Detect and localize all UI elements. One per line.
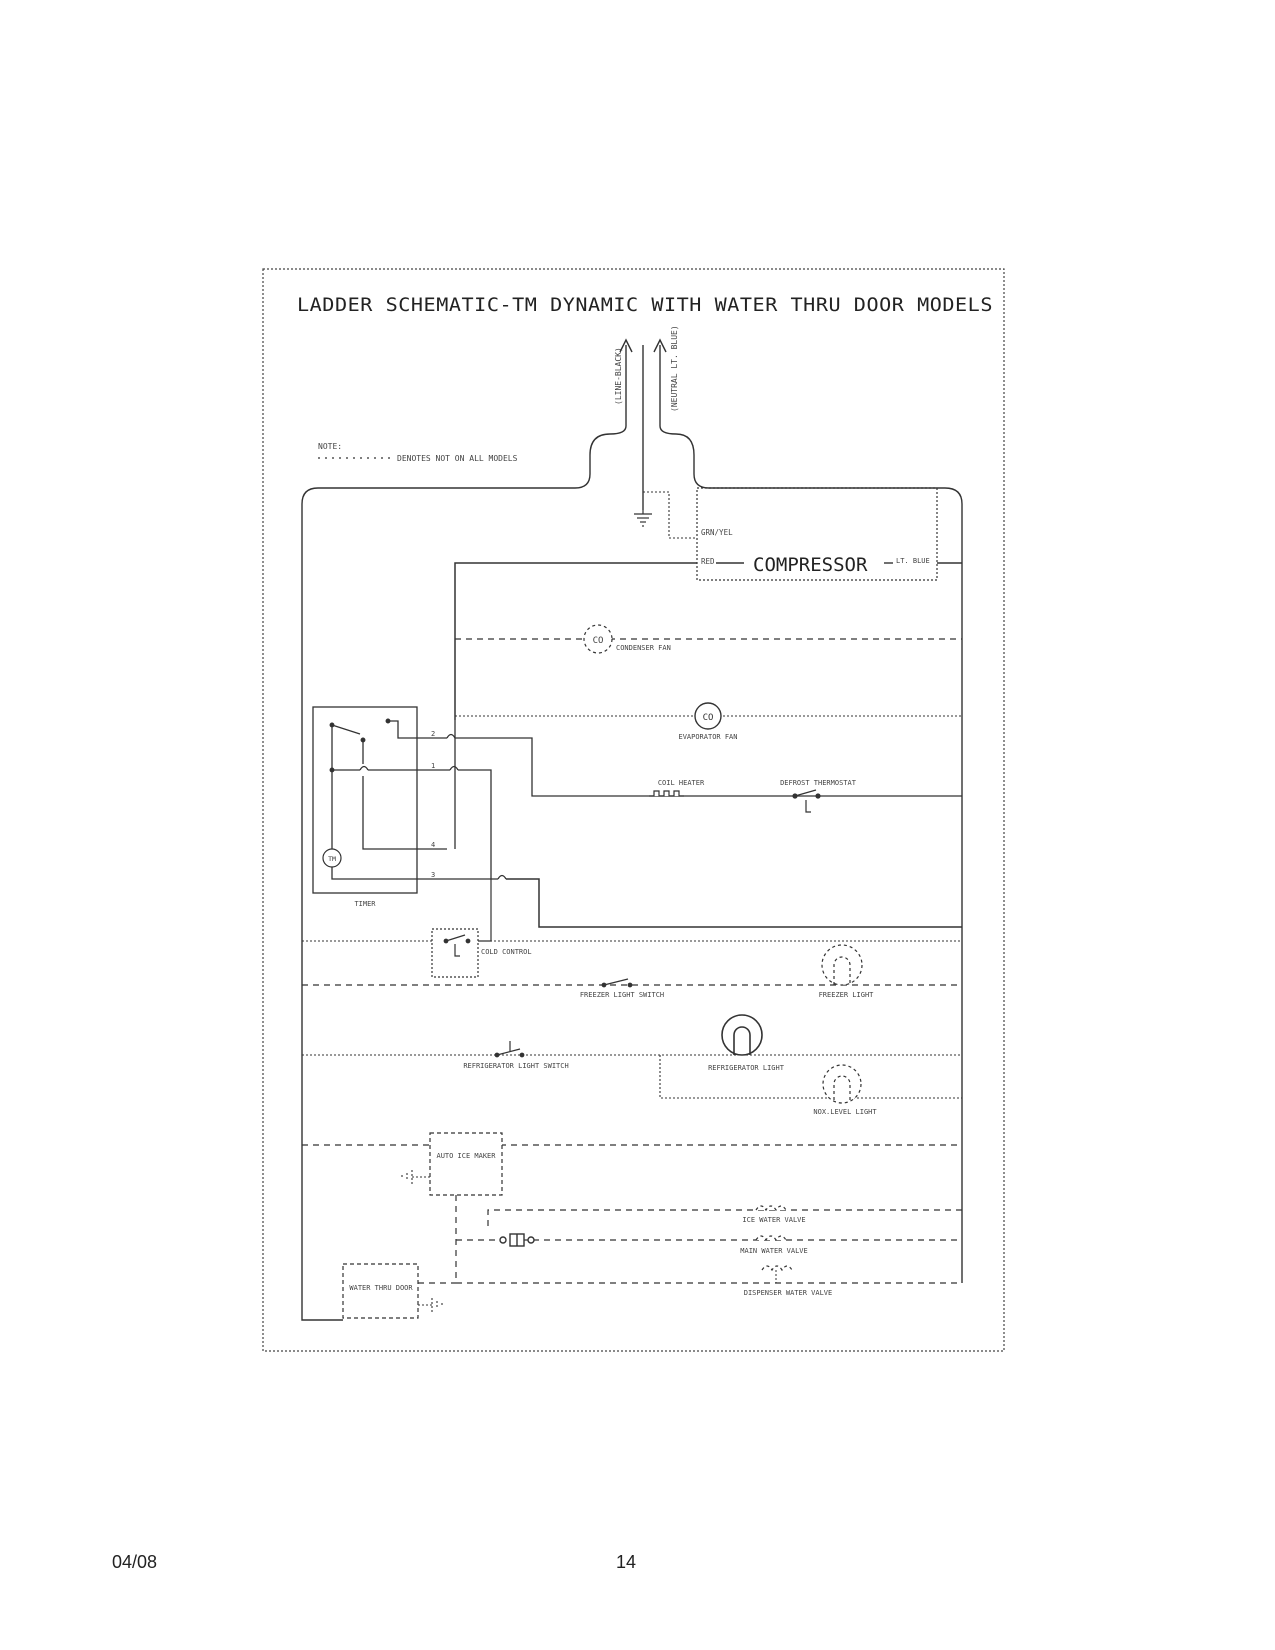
timer-terminal-2: 2 xyxy=(431,730,435,738)
timer-terminal-1: 1 xyxy=(431,762,435,770)
refrigerator-light-switch-icon xyxy=(494,1041,525,1058)
cold-control-label: COLD CONTROL xyxy=(481,948,532,956)
diagram-title: LADDER SCHEMATIC-TM DYNAMIC WITH WATER T… xyxy=(297,295,993,316)
note-text: DENOTES NOT ON ALL MODELS xyxy=(397,454,518,463)
condenser-fan-icon xyxy=(583,624,613,654)
compressor-blue-wire-label: LT. BLUE xyxy=(896,557,930,565)
red-lead-wire xyxy=(454,562,697,720)
compressor-red-wire-label: RED xyxy=(701,557,715,566)
main-water-valve-icon xyxy=(755,1235,787,1242)
condenser-fan-symbol: CO xyxy=(593,636,604,646)
coil-heater-icon xyxy=(649,790,684,797)
ice-water-valve-icon xyxy=(755,1205,787,1212)
freezer-light-switch-label: FREEZER LIGHT SWITCH xyxy=(580,991,664,999)
dispenser-water-valve-label: DISPENSER WATER VALVE xyxy=(744,1289,833,1297)
freezer-light-icon xyxy=(821,944,863,986)
diode-icon xyxy=(499,1233,535,1247)
coil-heater-label: COIL HEATER xyxy=(658,779,705,787)
water-thru-door-label: WATER THRU DOOR xyxy=(349,1284,413,1292)
evaporator-fan-label: EVAPORATOR FAN xyxy=(678,733,737,741)
freezer-light-label: FREEZER LIGHT xyxy=(819,991,875,999)
main-water-valve-label: MAIN WATER VALVE xyxy=(740,1247,807,1255)
condenser-fan-label: CONDENSER FAN xyxy=(616,644,671,652)
evaporator-fan-symbol: CO xyxy=(703,713,714,723)
refrigerator-light-label: REFRIGERATOR LIGHT xyxy=(708,1064,785,1072)
note-heading: NOTE: xyxy=(318,442,342,451)
nox-level-light-icon xyxy=(822,1064,862,1104)
evaporator-fan-icon xyxy=(694,702,722,730)
ice-water-valve-rung xyxy=(487,1209,962,1226)
timer-terminal-3: 3 xyxy=(431,871,435,879)
cold-control-switch-icon xyxy=(443,934,471,957)
water-thru-door-box xyxy=(342,1263,419,1319)
nox-light-rung xyxy=(659,1055,962,1099)
timer-motor-symbol: TM xyxy=(328,855,336,863)
water-thru-door-ground-icon xyxy=(418,1298,443,1312)
defrost-thermostat-label: DEFROST THERMOSTAT xyxy=(780,779,857,787)
dispenser-water-valve-icon xyxy=(761,1265,793,1272)
compressor-label: COMPRESSOR xyxy=(753,554,868,576)
refrigerator-light-icon xyxy=(721,1014,763,1056)
footer-page-number: 14 xyxy=(616,1552,637,1572)
freezer-light-switch-icon xyxy=(601,978,633,988)
auto-ice-maker-box xyxy=(429,1132,503,1196)
timer-label: TIMER xyxy=(354,900,376,908)
neutral-label: (NEUTRAL LT. BLUE) xyxy=(670,325,679,412)
line-black-label: (LINE-BLACK) xyxy=(614,347,623,405)
footer-date: 04/08 xyxy=(112,1552,158,1572)
timer-motor-icon xyxy=(322,848,342,868)
compressor-ground-wire-label: GRN/YEL xyxy=(701,528,733,537)
ground-wire xyxy=(643,491,697,539)
timer-box xyxy=(312,706,418,894)
auto-ice-maker-label: AUTO ICE MAKER xyxy=(436,1152,496,1160)
diagram-frame xyxy=(262,268,1005,1352)
nox-level-light-label: NOX.LEVEL LIGHT xyxy=(813,1108,877,1116)
ice-maker-ground-icon xyxy=(401,1170,430,1184)
supply-leads xyxy=(301,338,963,1321)
refrigerator-light-switch-label: REFRIGERATOR LIGHT SWITCH xyxy=(463,1062,568,1070)
defrost-thermostat-icon xyxy=(792,789,821,813)
timer-terminal-4: 4 xyxy=(431,841,435,849)
timer-internal-wiring xyxy=(329,718,962,880)
ground-icon xyxy=(634,510,652,527)
ice-water-valve-label: ICE WATER VALVE xyxy=(742,1216,805,1224)
compressor-box xyxy=(696,487,938,581)
